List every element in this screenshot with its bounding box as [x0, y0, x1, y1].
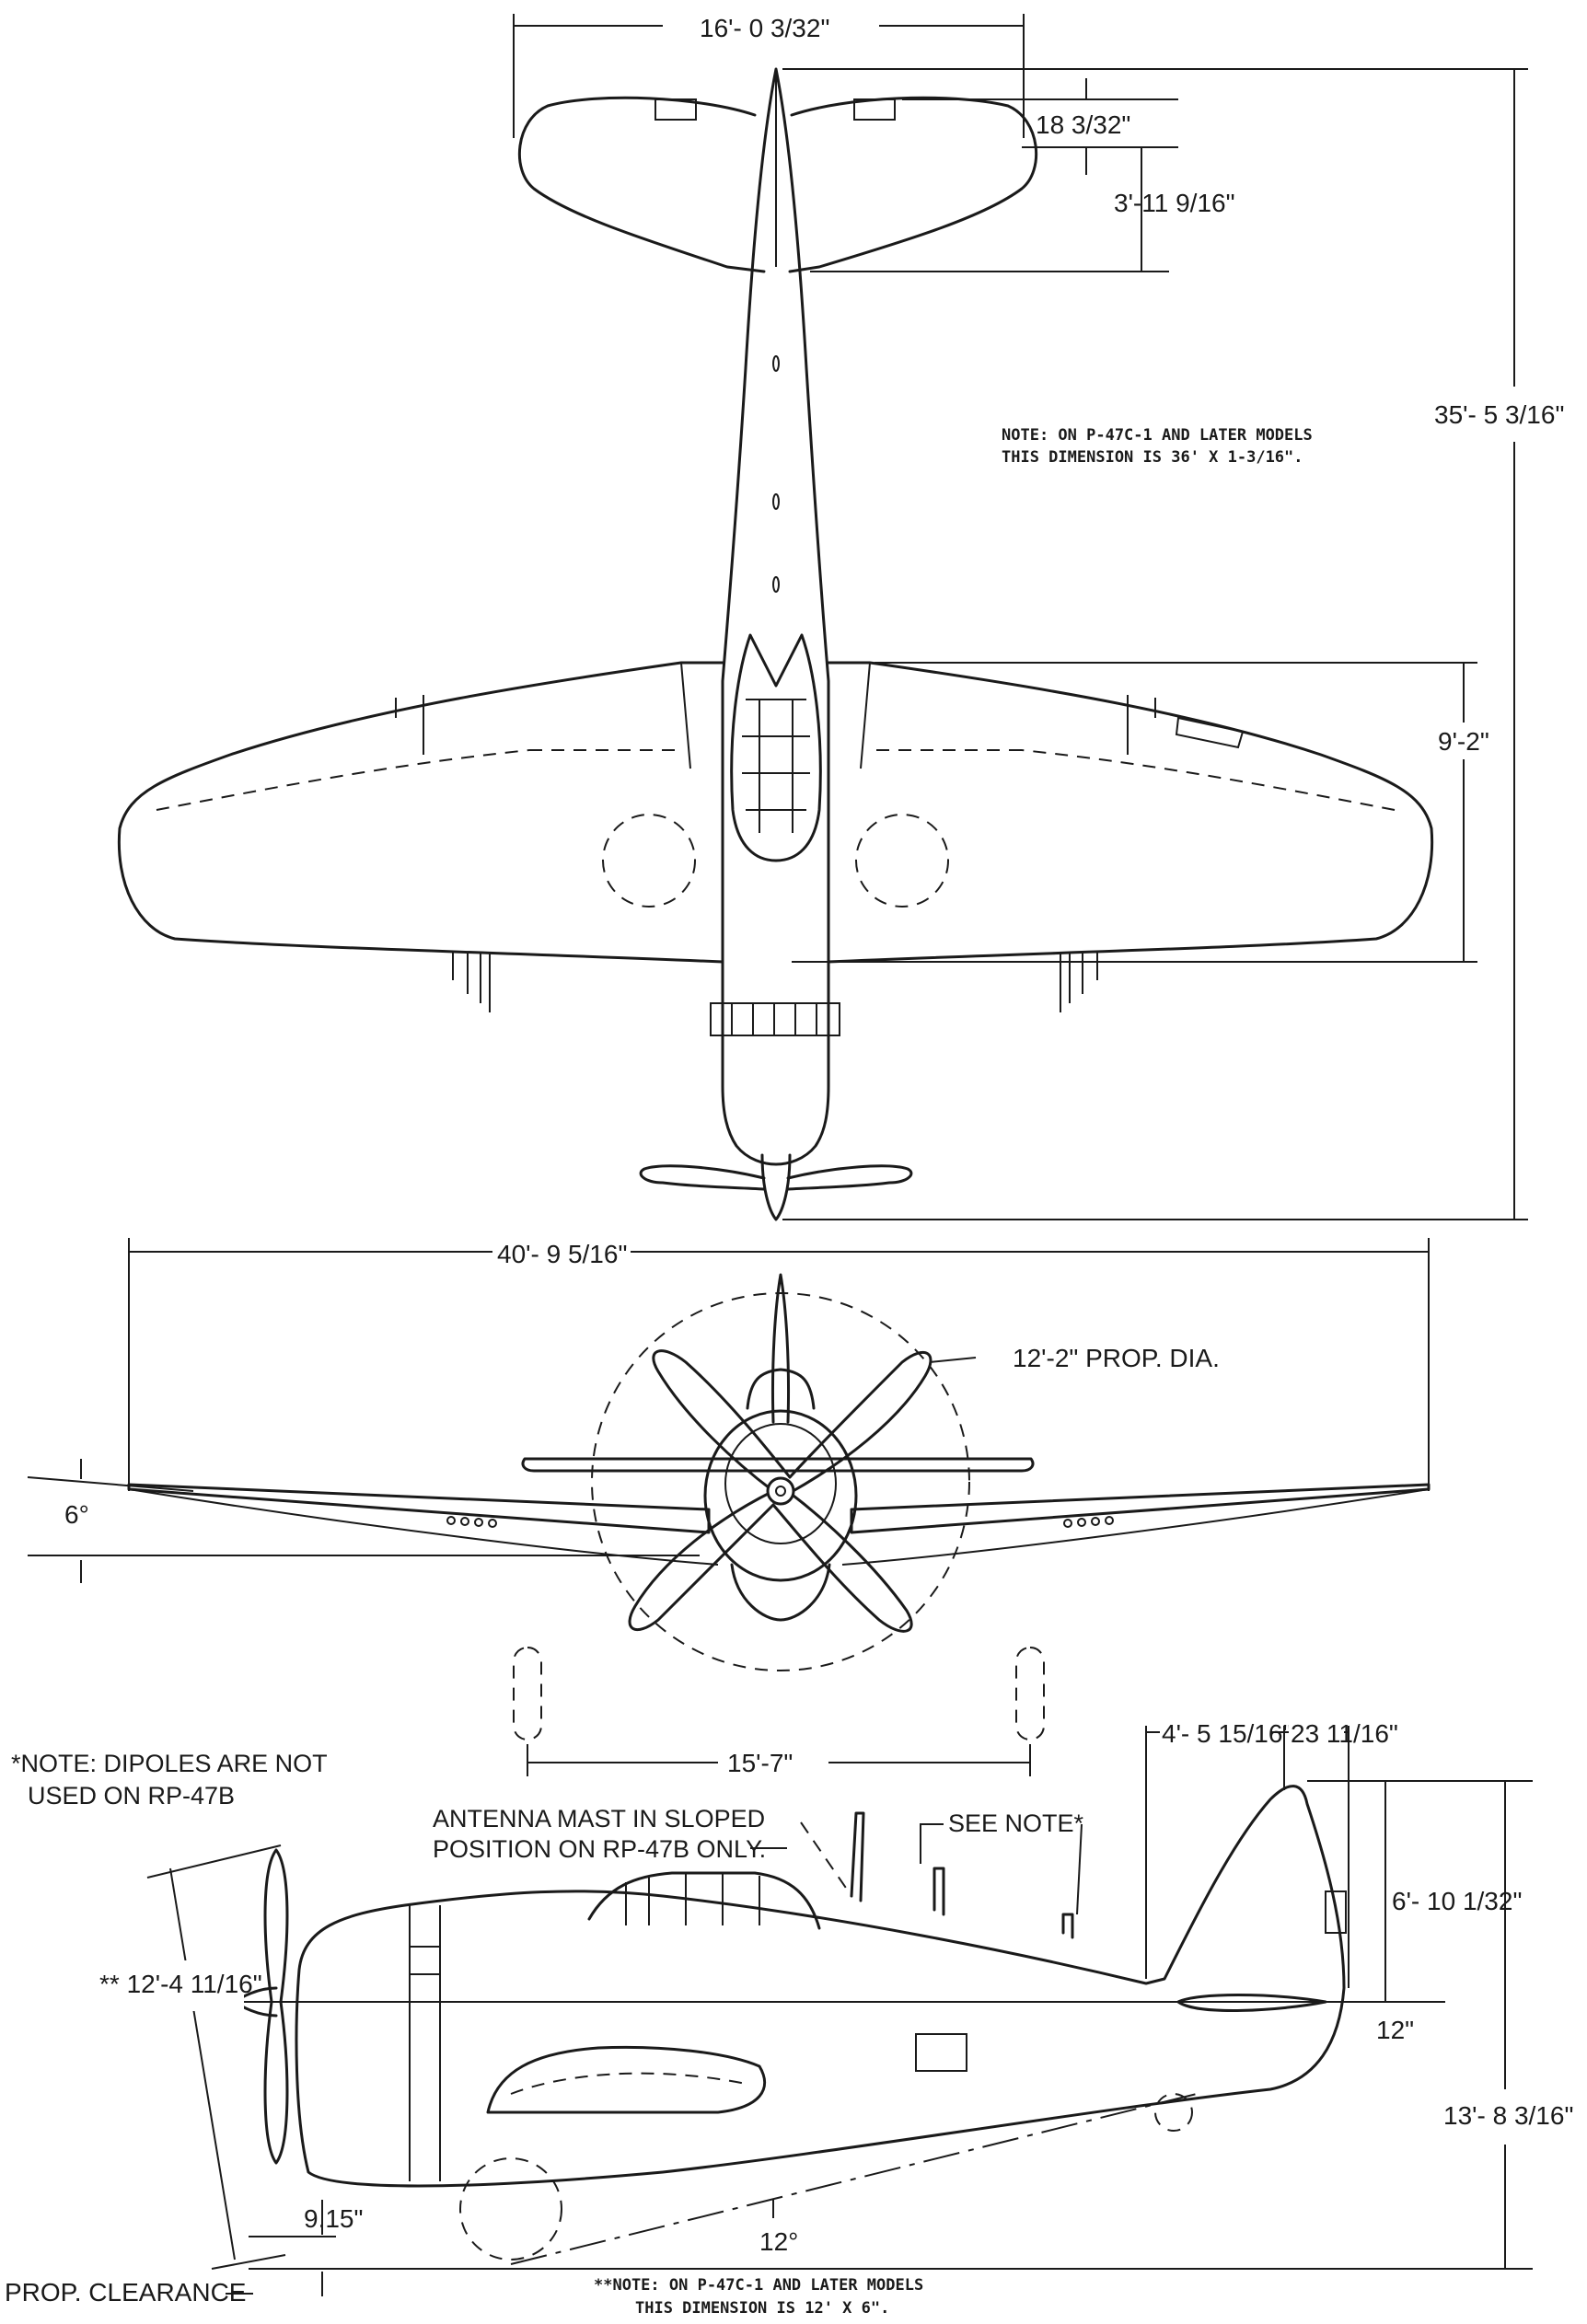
aileron-left — [395, 662, 691, 769]
side-view: *NOTE: DIPOLES ARE NOT USED ON RP-47B AN… — [5, 1712, 1579, 2318]
wing-right — [827, 661, 1434, 964]
side-access-panel — [915, 2033, 967, 2072]
antenna-mast — [850, 1811, 865, 1902]
side-flap-line — [510, 2072, 751, 2095]
cowl-panel-lines — [409, 1905, 441, 2181]
fin-offset-label: 4'- 5 15/16" — [1162, 1719, 1292, 1748]
wingspan-label: 40'- 9 5/16" — [497, 1240, 627, 1268]
prop-hub — [766, 1476, 795, 1506]
flap-line-right — [870, 749, 1396, 811]
front-chin-intake — [730, 1563, 831, 1622]
dipole-2 — [1061, 1913, 1074, 1939]
front-view: 40'- 9 5/16" 12'-2" PROP. DIA. — [27, 1231, 1431, 1781]
front-wing-right — [850, 1483, 1431, 1534]
front-cowling-inner — [724, 1423, 837, 1544]
canopy-frame — [742, 699, 810, 833]
wing-chord-label: 9'-2" — [1438, 727, 1489, 756]
dipole-1 — [933, 1867, 945, 1916]
vent-1 — [772, 355, 780, 372]
side-propeller — [263, 1848, 289, 2165]
horizontal-stabilizer-left — [517, 96, 766, 273]
front-stabilizer — [521, 1457, 1035, 1473]
front-wing-left — [127, 1483, 711, 1534]
tail-offset-label: 3'-11 9/16" — [1114, 189, 1235, 217]
side-prop-dia-label: ** 12'-4 11/16" — [99, 1970, 262, 1998]
side-rudder-tab — [1325, 1890, 1347, 1934]
top-view: 16'- 0 3/32" 18 3/32" 3'-11 9/16" NOTE: … — [117, 9, 1583, 1221]
gun-ports-right — [1063, 1516, 1114, 1528]
front-fin — [770, 1273, 791, 1424]
prop-blade-1 — [652, 1349, 792, 1493]
horizontal-stabilizer-right — [788, 96, 1038, 273]
antenna-note-line1: ANTENNA MAST IN SLOPED — [433, 1805, 765, 1833]
flap-line-left — [156, 749, 681, 811]
wing-light-right — [1175, 716, 1245, 749]
dipole-note-line2: USED ON RP-47B — [28, 1782, 235, 1809]
prop-blade-4 — [628, 1489, 775, 1632]
spinner-top — [760, 1153, 792, 1221]
vent-3 — [772, 576, 780, 593]
prop-clearance-value: 9.15" — [304, 2204, 363, 2233]
trim-tab-right — [853, 98, 896, 121]
trim-tab-left — [654, 98, 697, 121]
canopy-top — [730, 633, 822, 862]
gun-ports-left — [446, 1516, 497, 1528]
cowl-flap-dividers — [731, 1003, 817, 1035]
main-wheel — [459, 2157, 562, 2260]
prop-blade-3 — [771, 1491, 913, 1633]
front-wing-lower-left — [128, 1488, 719, 1566]
overall-height-label: 13'- 8 3/16" — [1443, 2101, 1573, 2130]
top-note-line2: THIS DIMENSION IS 36' X 1-3/16". — [1002, 448, 1303, 467]
tread-label: 15'-7" — [727, 1749, 793, 1777]
fin-height-label: 6'- 10 1/32" — [1392, 1887, 1522, 1915]
ground-angle-line — [510, 2093, 1198, 2265]
tail-span-label: 16'- 0 3/32" — [700, 14, 829, 42]
gear-leg-left — [513, 1647, 542, 1740]
dipole-note-line1: *NOTE: DIPOLES ARE NOT — [11, 1750, 328, 1777]
stab-height-label: 12" — [1376, 2016, 1414, 2044]
propeller-disc — [591, 1292, 970, 1671]
prop-dia-leader — [929, 1357, 977, 1363]
front-wing-lower-right — [841, 1488, 1430, 1566]
wing-left — [117, 661, 724, 964]
prop-clearance-label: PROP. CLEARANCE — [5, 2278, 246, 2307]
ground-angle-label: 12° — [759, 2227, 798, 2256]
see-note-label: SEE NOTE* — [948, 1809, 1084, 1837]
bottom-note-line1: **NOTE: ON P-47C-1 AND LATER MODELS — [594, 2276, 923, 2295]
front-cowling — [703, 1409, 858, 1582]
side-canopy-frames — [625, 1873, 760, 1925]
side-wing — [486, 2045, 766, 2114]
prop-dia-label: 12'-2" PROP. DIA. — [1013, 1344, 1220, 1372]
gear-leg-right — [1015, 1647, 1045, 1740]
front-canopy — [746, 1368, 816, 1410]
side-canopy — [587, 1871, 821, 1930]
propeller-blade-left-top — [639, 1164, 766, 1191]
prop-dia-dim — [169, 1867, 236, 2260]
aileron-right — [860, 662, 1156, 769]
antenna-mast-sloped — [800, 1821, 852, 1897]
top-note-line1: NOTE: ON P-47C-1 AND LATER MODELS — [1002, 426, 1313, 445]
length-label: 35'- 5 3/16" — [1434, 400, 1564, 429]
tail-chord-label: 18 3/32" — [1036, 110, 1130, 139]
wheel-left-top — [602, 814, 696, 908]
dihedral-label: 6° — [64, 1500, 89, 1529]
tail-wheel — [1154, 2093, 1193, 2132]
prop-blade-2 — [788, 1350, 933, 1495]
bottom-note-line2: THIS DIMENSION IS 12' X 6". — [635, 2299, 889, 2318]
fin-chord-label: 23 11/16" — [1291, 1719, 1398, 1748]
antenna-note-line2: POSITION ON RP-47B ONLY. — [433, 1835, 766, 1863]
side-fuselage — [295, 1785, 1346, 2188]
vent-2 — [772, 493, 780, 510]
guns-right — [1060, 953, 1098, 1012]
fuselage-top — [721, 67, 830, 1166]
guns-left — [452, 953, 491, 1012]
propeller-blade-right-top — [786, 1164, 913, 1191]
wheel-right-top — [855, 814, 949, 908]
